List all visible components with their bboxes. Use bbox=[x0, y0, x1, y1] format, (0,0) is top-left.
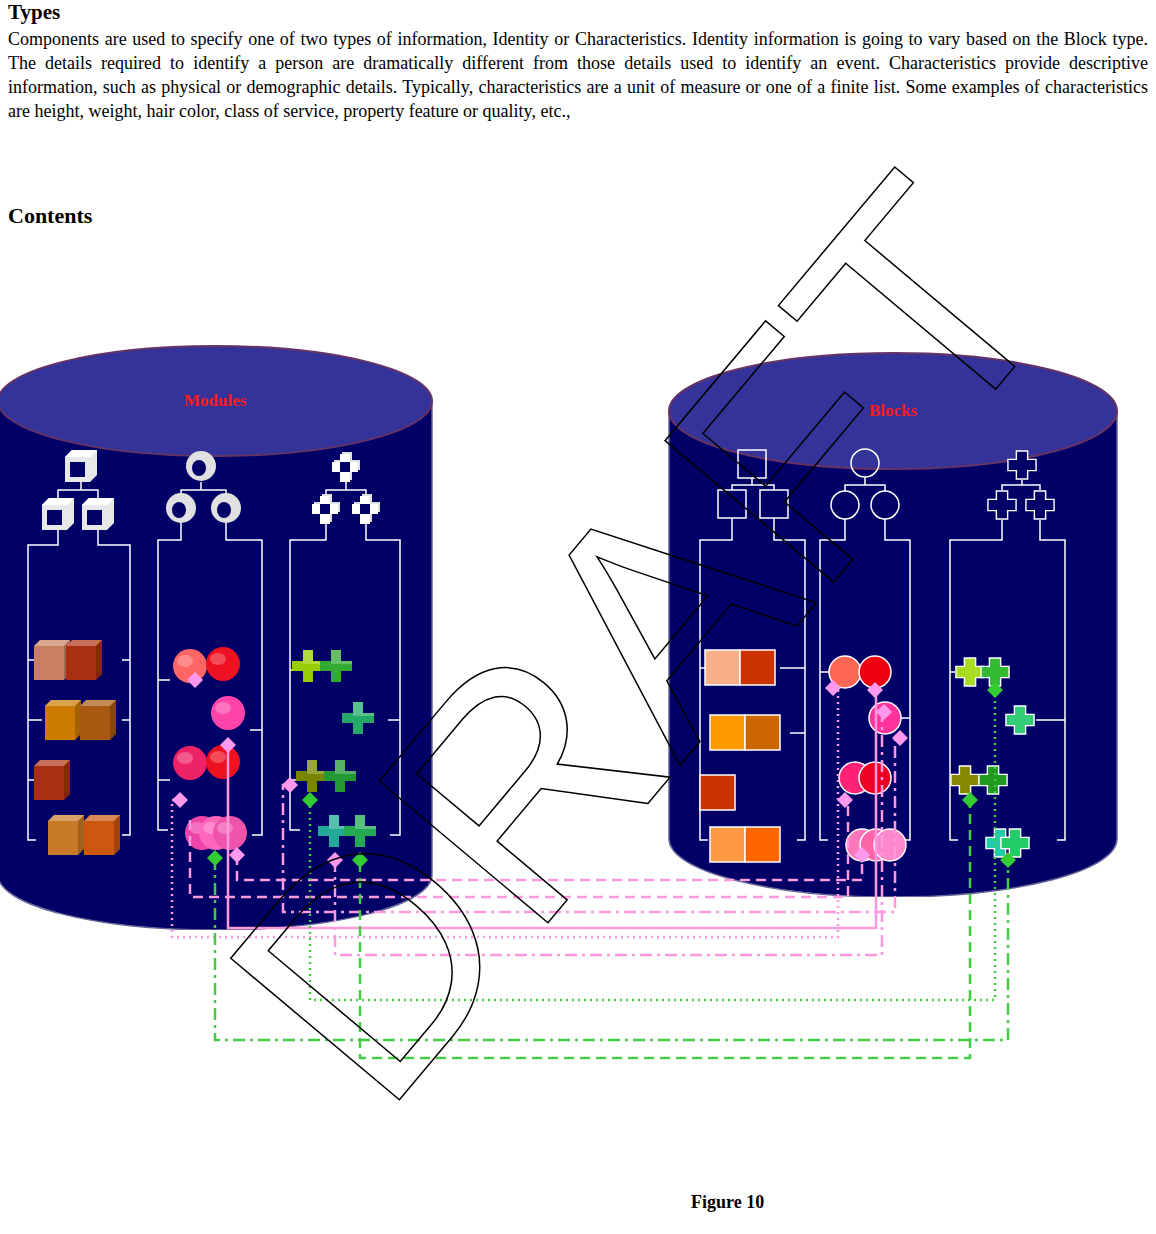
database-cylinder: Modules bbox=[0, 345, 433, 930]
cylinder-outline bbox=[668, 352, 1118, 897]
cylinder-label: Modules bbox=[184, 391, 246, 411]
section-heading: Contents bbox=[8, 203, 92, 229]
cylinder-outline bbox=[0, 345, 433, 930]
draft-watermark: DRAFT bbox=[175, 129, 1106, 1152]
cylinder-label: Blocks bbox=[869, 401, 917, 421]
body-paragraph: Components are used to specify one of tw… bbox=[8, 27, 1148, 123]
figure-caption: Figure 10 bbox=[691, 1192, 764, 1213]
section-heading: Types bbox=[8, 0, 60, 25]
database-cylinder: Blocks bbox=[668, 352, 1118, 897]
